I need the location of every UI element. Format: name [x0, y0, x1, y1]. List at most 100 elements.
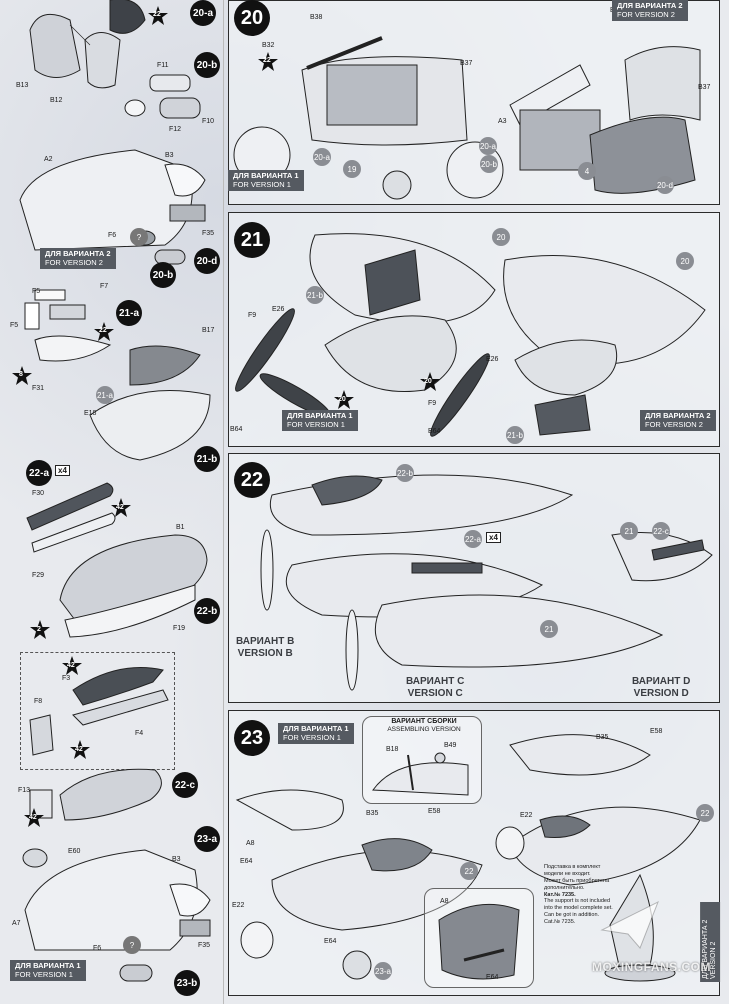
part-label: E22 [520, 812, 533, 819]
part-label: E18 [84, 410, 97, 417]
part-label: B64 [428, 428, 441, 435]
sub-step-badge: 22-a [26, 460, 52, 486]
part-label: E64 [324, 938, 337, 945]
glue-mark-number: 22 [99, 327, 107, 334]
part-number-badge: 21-b [506, 426, 524, 444]
glue-star-icon [334, 390, 354, 409]
part-label: B38 [310, 14, 323, 21]
canopy-detail-illustration [372, 752, 469, 796]
part-label: F35 [198, 942, 211, 949]
part-label: B3 [172, 856, 181, 863]
part-label: B37 [698, 84, 711, 91]
part-label: F13 [18, 787, 31, 794]
sub-step-badge: 20-b [194, 52, 220, 78]
part-label: F9 [248, 312, 257, 319]
part-label: A8 [246, 840, 255, 847]
part-label: F4 [135, 730, 144, 737]
part-number-badge: 22 [696, 804, 714, 822]
engine-install-v1-illustration [233, 36, 468, 200]
sub-step-badge: 23-a [194, 826, 220, 852]
part-number-badge: 20 [676, 252, 694, 270]
part-label: E22 [232, 902, 245, 909]
glue-mark-number: 42 [67, 662, 75, 669]
part-label: E64 [240, 858, 253, 865]
exhaust-parts-illustration [124, 74, 201, 119]
underwing-stores-illustration [260, 474, 713, 691]
column-divider [223, 0, 224, 1004]
version-box: ДЛЯ ВАРИАНТА 1 FOR VERSION 1 [10, 960, 86, 982]
part-label: F10 [202, 118, 215, 125]
glue-star-icon [24, 808, 44, 827]
part-label: B13 [16, 82, 29, 89]
part-label: F31 [32, 385, 45, 392]
bomb-illustration [29, 667, 169, 756]
part-label: F8 [34, 698, 43, 705]
fuselage-half-v1-illustration [22, 848, 211, 982]
aircraft-on-stand-illustration [495, 734, 701, 982]
panel-detail-illustration [438, 903, 520, 980]
sub-step-badge: 22-b [194, 598, 220, 624]
glue-mark-number: 20 [424, 378, 432, 385]
part-number-badge: 20 [492, 228, 510, 246]
part-label: E64 [486, 974, 499, 981]
version-box: ДЛЯ ВАРИАНТА 1 FOR VERSION 1 [278, 723, 354, 745]
glue-mark-number: 42 [75, 746, 83, 753]
paper-plane-icon [600, 900, 659, 949]
question-icon: ? [130, 228, 148, 246]
glue-star-icon [62, 656, 82, 675]
part-label: B1 [176, 524, 185, 531]
glue-mark-number: 22 [263, 57, 271, 64]
engine-install-v2-illustration [446, 46, 701, 199]
part-number-badge: 23-a [374, 962, 392, 980]
part-label: B12 [50, 97, 63, 104]
part-label: F29 [32, 572, 45, 579]
radiator-install-illustration [235, 233, 706, 437]
part-label: E26 [272, 306, 285, 313]
glue-mark-number: 42 [116, 504, 124, 511]
glue-star-icon [148, 6, 168, 25]
quantity-label: x4 [486, 532, 501, 543]
version-box: ДЛЯ ВАРИАНТА 1 FOR VERSION 1 [228, 170, 304, 192]
step-number-badge: 20 [234, 0, 270, 36]
step-number-badge: 22 [234, 462, 270, 498]
part-number-badge: 21-b [306, 286, 324, 304]
part-label: A2 [44, 156, 53, 163]
glue-star-icon [94, 322, 114, 341]
bomb-assembled-illustration [29, 768, 162, 821]
part-label: B64 [230, 426, 243, 433]
question-icon: ? [123, 936, 141, 954]
version-box: ДЛЯ ВАРИАНТА 1 FOR VERSION 1 [282, 410, 358, 432]
part-label: B18 [386, 746, 399, 753]
part-label: B17 [202, 327, 215, 334]
glue-star-icon [258, 52, 278, 71]
glue-star-icon [420, 372, 440, 391]
glue-mark-number: 20 [338, 396, 346, 403]
assembly-version-title: ВАРИАНТ СБОРКИ ASSEMBLING VERSION [387, 718, 461, 734]
glue-star-icon [12, 366, 32, 385]
part-label: F3 [62, 675, 71, 682]
part-label: B37 [460, 60, 473, 67]
part-number-badge: 21 [620, 522, 638, 540]
watermark-text: MOXINGFANS.COM [592, 960, 712, 974]
part-number-badge: 20-a [313, 148, 331, 166]
step-number-badge: 23 [234, 720, 270, 756]
part-label: F19 [173, 625, 186, 632]
bomb-detail-box [20, 652, 175, 770]
part-label: E26 [486, 356, 499, 363]
part-label: B49 [444, 742, 457, 749]
canopy-install-v1-illustration [235, 789, 483, 980]
part-label: F9 [428, 400, 437, 407]
part-number-badge: 21-a [96, 386, 114, 404]
engine-cowl-illustration [29, 0, 146, 89]
part-number-badge: 20-b [480, 155, 498, 173]
part-label: F6 [93, 945, 102, 952]
glue-mark-number: 8 [19, 371, 23, 378]
part-number-badge: 22 [460, 862, 478, 880]
sub-step-badge: 20-a [190, 0, 216, 26]
part-number-badge: 21 [540, 620, 558, 638]
sub-step-badge: 20-b [150, 262, 176, 288]
